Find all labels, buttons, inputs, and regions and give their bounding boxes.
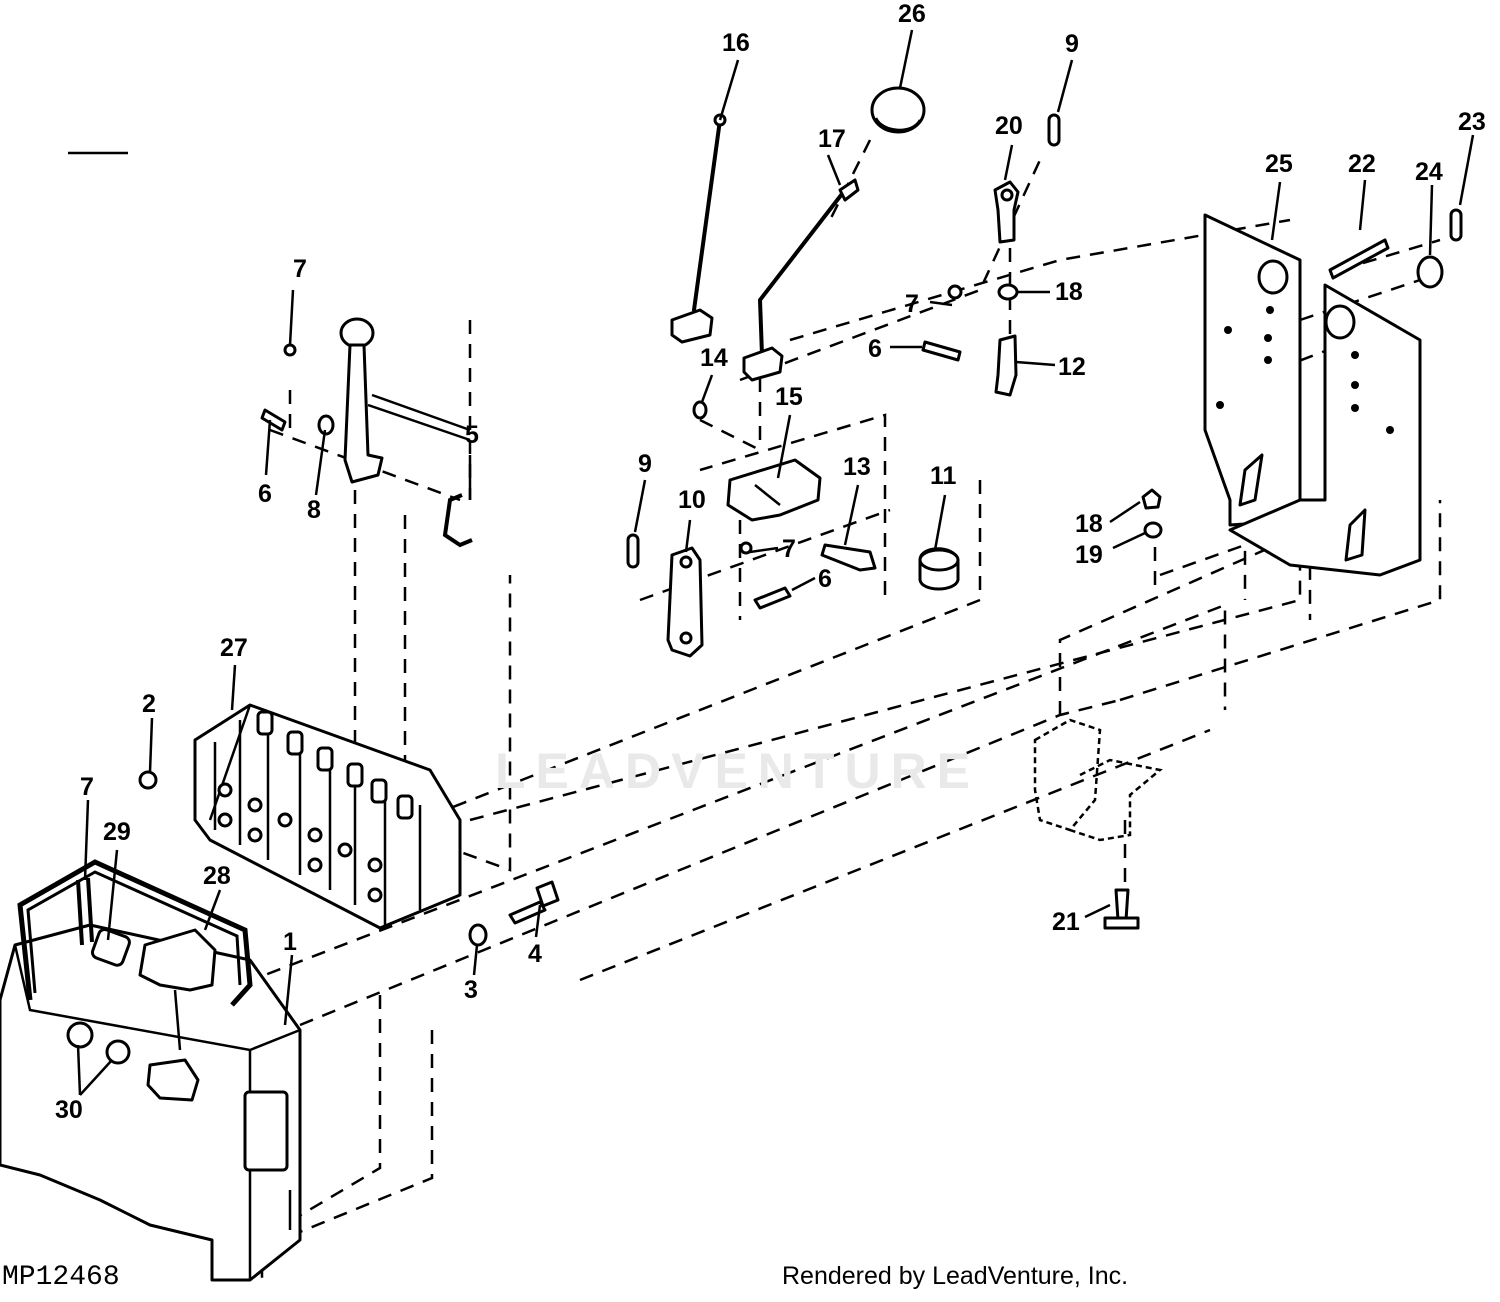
callout-13: 13 <box>843 453 871 481</box>
callout-18-bottom: 18 <box>1075 510 1103 538</box>
support-bracket <box>1033 488 1163 930</box>
callout-6-right: 6 <box>868 335 882 363</box>
housing-cover <box>0 923 302 1282</box>
callout-9-center: 9 <box>638 450 652 478</box>
callout-4: 4 <box>528 940 542 968</box>
callout-19: 19 <box>1075 541 1103 569</box>
callout-21: 21 <box>1052 908 1080 936</box>
callout-2: 2 <box>142 690 156 718</box>
linkage-center <box>626 400 960 658</box>
callout-7-top-left: 7 <box>293 255 307 283</box>
callout-labels: 1 2 3 4 5 6 6 6 7 7 7 7 8 9 9 10 11 12 1… <box>55 0 1486 1124</box>
callout-1: 1 <box>283 928 297 956</box>
callout-6-center: 6 <box>818 565 832 593</box>
callout-25: 25 <box>1265 150 1293 178</box>
guard-bar-assembly <box>17 859 253 1051</box>
callout-15: 15 <box>775 383 803 411</box>
footer-credit: Rendered by LeadVenture, Inc. <box>782 1262 1129 1290</box>
callout-20: 20 <box>995 112 1023 140</box>
callout-12: 12 <box>1058 353 1086 381</box>
callout-24: 24 <box>1415 158 1443 186</box>
callout-11: 11 <box>930 462 957 490</box>
callout-5: 5 <box>465 421 479 449</box>
callout-23: 23 <box>1458 108 1486 136</box>
callout-leaders <box>76 29 1475 1096</box>
callout-16: 16 <box>722 29 750 57</box>
callout-26: 26 <box>898 0 926 28</box>
callout-28: 28 <box>203 862 231 890</box>
callout-8: 8 <box>307 496 321 524</box>
callout-18-top: 18 <box>1055 278 1083 306</box>
clevis-linkage <box>921 113 1061 397</box>
callout-29: 29 <box>103 818 131 846</box>
control-lever <box>260 317 473 548</box>
callout-7-center: 7 <box>782 535 796 563</box>
watermark: LEADVENTURE <box>495 743 981 799</box>
callout-10: 10 <box>678 486 706 514</box>
callout-14: 14 <box>700 344 728 372</box>
callout-7-bottom-left: 7 <box>80 773 94 801</box>
callout-9-top: 9 <box>1065 30 1079 58</box>
callout-22: 22 <box>1348 150 1376 178</box>
callout-3: 3 <box>464 976 478 1004</box>
callout-27: 27 <box>220 634 248 662</box>
callout-6-left: 6 <box>258 480 272 508</box>
fasteners-left <box>138 770 560 947</box>
callout-7-right: 7 <box>905 290 919 318</box>
callout-30: 30 <box>55 1096 83 1124</box>
control-rods <box>670 86 926 382</box>
control-valve-stack <box>193 703 462 930</box>
figure-id: MP12468 <box>2 1262 120 1293</box>
mounting-plate <box>1203 208 1463 577</box>
callout-17: 17 <box>818 125 846 153</box>
